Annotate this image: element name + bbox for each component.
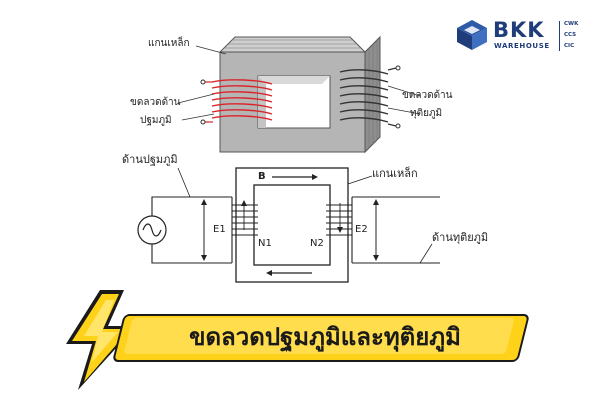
- label-secondary-side: ด้านทุติยภูมิ: [432, 231, 489, 244]
- label-top-core: แกนเหล็ก: [148, 38, 190, 49]
- top-leader-lines: [177, 45, 421, 121]
- flux-arrow-top-head: [312, 174, 318, 180]
- secondary-lead-bottom: [387, 123, 397, 127]
- label-n2: N2: [310, 238, 324, 249]
- logo-sub-text: WAREHOUSE: [494, 42, 550, 50]
- secondary-coil: [339, 69, 389, 123]
- bkk-cube-logo-icon: [457, 20, 487, 50]
- label-e1: E1: [213, 224, 226, 235]
- bkk-warehouse-logo: BKK WAREHOUSE CWK CCS CIC: [455, 18, 590, 58]
- schematic-core-outer: [235, 167, 349, 283]
- logo-tag-cic: CIC: [564, 43, 575, 49]
- core-window-shadow: [258, 76, 330, 84]
- primary-terminal-bottom: [200, 119, 206, 125]
- primary-terminal-top: [200, 79, 206, 85]
- label-e2: E2: [355, 224, 368, 235]
- secondary-lead-top: [387, 67, 397, 71]
- primary-winding-arrow-head: [241, 200, 247, 206]
- label-top-secondary-coil: ขดลวดด้าน: [402, 90, 453, 101]
- primary-wire-bottom: [151, 244, 232, 264]
- primary-coil: [211, 79, 273, 121]
- e2-arrow-head-bottom: [373, 255, 379, 261]
- label-flux: B: [258, 171, 266, 182]
- logo-divider: [559, 21, 560, 51]
- e1-arrow-head-top: [201, 199, 207, 205]
- leader-primary-side: [177, 167, 191, 198]
- ac-source-wave: [142, 223, 162, 237]
- secondary-winding-arrow-head: [337, 227, 343, 233]
- e2-arrow-head-top: [373, 199, 379, 205]
- logo-tag-cwk: CWK: [564, 21, 579, 27]
- schematic-primary-winding: [231, 204, 258, 236]
- logo-main-text: BKK: [493, 18, 545, 42]
- secondary-terminal-bottom: [395, 123, 401, 129]
- label-primary-side: ด้านปฐมภูมิ: [122, 153, 178, 166]
- title-banner-text: ขดลวดปฐมภูมิและทุติยภูมิ: [189, 323, 461, 351]
- core-laminations: [224, 39, 378, 148]
- lightning-bolt-icon: [66, 290, 136, 390]
- label-core: แกนเหล็ก: [372, 167, 418, 180]
- leader-core: [347, 175, 373, 185]
- label-top-primary-word: ปฐมภูมิ: [140, 115, 172, 126]
- primary-wire-top: [151, 196, 232, 216]
- schematic-core-inner: [253, 184, 331, 266]
- label-top-primary-coil: ขดลวดด้าน: [130, 97, 181, 108]
- flux-arrow-bottom-head: [266, 270, 272, 276]
- leader-secondary-side: [419, 243, 433, 264]
- schematic-secondary-winding: [326, 204, 353, 236]
- e1-arrow-head-bottom: [201, 255, 207, 261]
- logo-tag-ccs: CCS: [564, 32, 577, 38]
- core-window-side: [258, 76, 266, 128]
- label-top-secondary-word: ทุติยภูมิ: [410, 108, 443, 119]
- label-n1: N1: [258, 238, 272, 249]
- secondary-terminal-top: [395, 65, 401, 71]
